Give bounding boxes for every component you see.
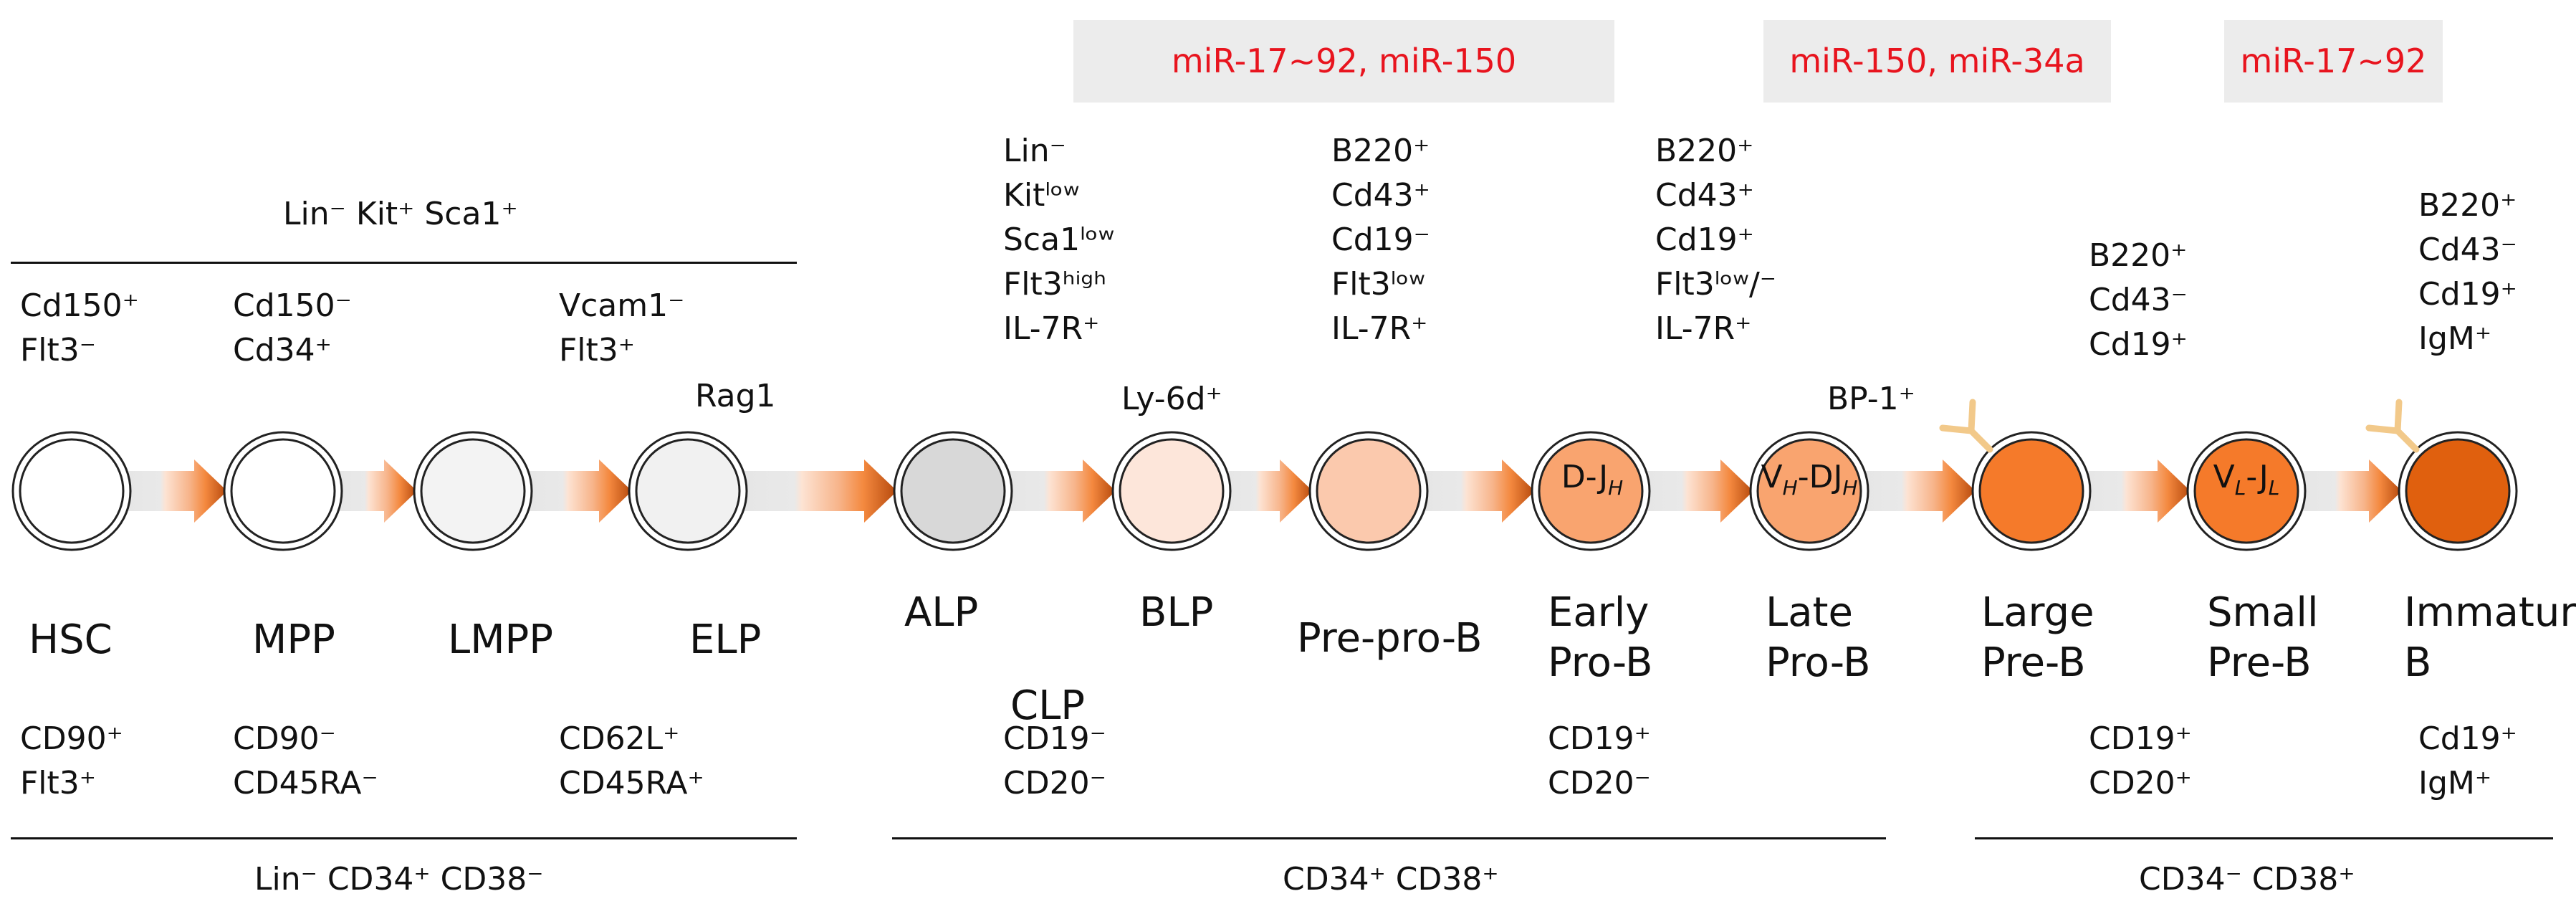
stage-name-immature-b: Immature B — [2404, 589, 2576, 686]
stage-name-early-pro-b: Early Pro-B — [1548, 589, 1653, 686]
bottom-group-line-2 — [892, 837, 1886, 839]
human-markers-hsc: CD90⁺Flt3⁺ — [20, 720, 123, 801]
mirna-box-1 — [1073, 20, 1614, 103]
transition-arrow — [2302, 460, 2402, 523]
marker-bp1: BP-1⁺ — [1827, 381, 1915, 417]
stage-name-clp: CLP — [1010, 682, 1086, 729]
markers-immature-b: B220⁺Cd43⁻ Cd19⁺IgM⁺ — [2418, 187, 2517, 357]
cell-body — [2193, 438, 2299, 544]
human-markers-clp: CD19⁻CD20⁻ — [1003, 720, 1106, 801]
cell-body — [19, 438, 125, 544]
markers-late-pro-b: B220⁺Cd43⁺ Cd19⁺Flt3ˡᵒʷ/⁻ IL-7R⁺ — [1655, 133, 1776, 347]
mirna-label-1: miR-17~92, miR-150 — [1171, 42, 1517, 80]
b-cell-receptor-icon — [2365, 399, 2420, 453]
cell-body — [1119, 438, 1225, 544]
cell-label-late-pro-b: VH-DJH — [1761, 459, 1858, 500]
mirna-label-3: miR-17~92 — [2240, 42, 2427, 80]
bottom-group-label-2: CD34⁺ CD38⁺ — [1283, 861, 1499, 898]
transition-arrow — [1009, 460, 1116, 523]
cell-body — [1316, 438, 1422, 544]
stage-name-hsc: HSC — [29, 617, 112, 663]
b-cell-receptor-icon — [1939, 399, 1993, 453]
bottom-group-label-1: Lin⁻ CD34⁺ CD38⁻ — [254, 861, 544, 898]
mirna-box-3 — [2224, 20, 2443, 103]
transition-arrow — [1227, 460, 1313, 523]
mirna-label-2: miR-150, miR-34a — [1789, 42, 2085, 80]
stage-name-lmpp: LMPP — [448, 617, 554, 663]
transition-arrow — [1865, 460, 1976, 523]
transition-arrow — [529, 460, 632, 523]
markers-mpp: Cd150⁻Cd34⁺ — [233, 287, 352, 368]
cell-body — [1756, 438, 1862, 544]
cell-body — [900, 438, 1006, 544]
marker-ly6d: Ly-6d⁺ — [1121, 381, 1222, 417]
stage-name-mpp: MPP — [252, 617, 335, 663]
cell-label-small-pre-b: VL-JL — [2213, 459, 2280, 500]
stage-name-large-pre-b: Large Pre-B — [1981, 589, 2094, 686]
stage-name-elp: ELP — [689, 617, 762, 663]
bottom-group-label-3: CD34⁻ CD38⁺ — [2139, 861, 2355, 898]
markers-pre-pro-b: B220⁺Cd43⁺ Cd19⁻Flt3ˡᵒʷ IL-7R⁺ — [1331, 133, 1430, 347]
cell-body — [2405, 438, 2511, 544]
top-group-label: Lin⁻ Kit⁺ Sca1⁺ — [283, 196, 518, 232]
stage-name-late-pro-b: Late Pro-B — [1766, 589, 1871, 686]
transition-arrow — [128, 460, 227, 523]
cell-label-early-pro-b: D-JH — [1561, 459, 1624, 500]
transition-arrow — [2087, 460, 2190, 523]
cell-body — [1978, 438, 2084, 544]
stage-name-pre-pro-b: Pre-pro-B — [1297, 615, 1483, 662]
human-markers-early-pro-b: CD19⁺CD20⁻ — [1548, 720, 1651, 801]
bottom-group-line-3 — [1975, 837, 2553, 839]
transition-arrow — [339, 460, 417, 523]
cell-body — [420, 438, 526, 544]
cell-body — [635, 438, 741, 544]
transition-arrow — [744, 460, 897, 523]
mirna-box-2 — [1763, 20, 2111, 103]
human-markers-mpp: CD90⁻CD45RA⁻ — [233, 720, 378, 801]
stage-name-blp: BLP — [1139, 589, 1214, 636]
markers-hsc: Cd150⁺Flt3⁻ — [20, 287, 139, 368]
transition-arrow — [1425, 460, 1535, 523]
human-markers-large-pre-b: CD19⁺CD20⁺ — [2089, 720, 2192, 801]
human-markers-immature-b: Cd19⁺IgM⁺ — [2418, 720, 2517, 801]
transition-arrow — [1647, 460, 1753, 523]
human-markers-elp: CD62L⁺CD45RA⁺ — [559, 720, 704, 801]
top-group-line — [11, 262, 797, 264]
marker-rag1: Rag1 — [695, 378, 776, 414]
markers-elp: Vcam1⁻Flt3⁺ — [559, 287, 685, 368]
cell-body — [230, 438, 336, 544]
stage-name-alp: ALP — [904, 589, 979, 636]
stage-name-small-pre-b: Small Pre-B — [2207, 589, 2319, 686]
markers-large-pre-b: B220⁺Cd43⁻ Cd19⁺ — [2089, 237, 2188, 363]
bottom-group-line-1 — [11, 837, 797, 839]
cell-body — [1538, 438, 1644, 544]
